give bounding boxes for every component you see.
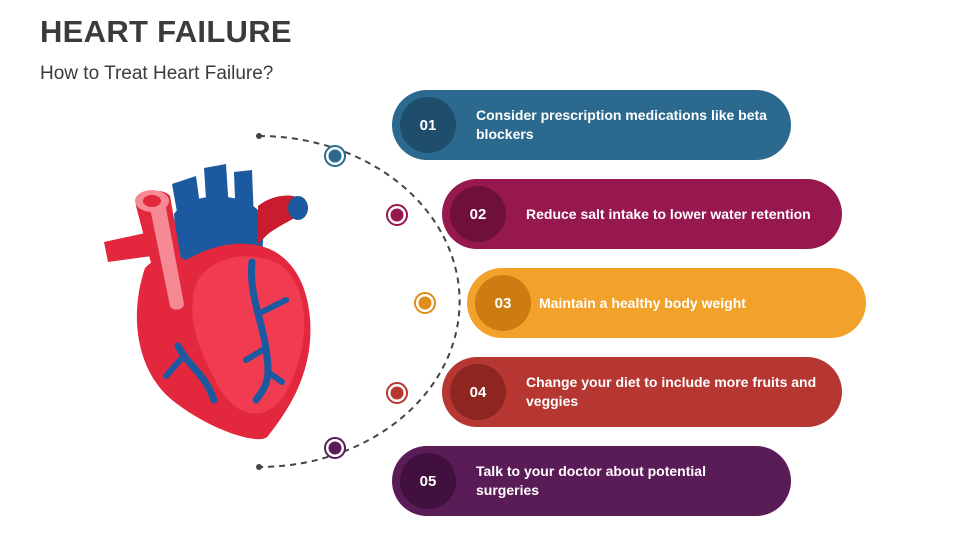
arc-end-dot-top xyxy=(256,133,262,139)
arc-marker-02 xyxy=(386,204,408,226)
step-01: 01 Consider prescription medications lik… xyxy=(392,90,791,160)
step-number-badge: 02 xyxy=(450,186,506,242)
step-text: Reduce salt intake to lower water retent… xyxy=(526,205,811,222)
step-05: 05 Talk to your doctor about potential s… xyxy=(392,446,791,516)
step-02: 02 Reduce salt intake to lower water ret… xyxy=(442,179,842,249)
heart-icon xyxy=(104,164,311,440)
page-subtitle: How to Treat Heart Failure? xyxy=(40,63,274,84)
step-text: Consider prescription medications like b… xyxy=(476,107,767,142)
arc-marker-05 xyxy=(324,437,346,459)
step-03: 03 Maintain a healthy body weight xyxy=(467,268,866,338)
arc-marker-01 xyxy=(324,145,346,167)
arc-end-dot-bottom xyxy=(256,464,262,470)
step-number-badge: 01 xyxy=(400,97,456,153)
step-number-badge: 05 xyxy=(400,453,456,509)
step-text: Maintain a healthy body weight xyxy=(539,294,746,311)
step-text: Change your diet to include more fruits … xyxy=(526,374,817,409)
step-text: Talk to your doctor about potential surg… xyxy=(476,463,706,498)
step-number-badge: 04 xyxy=(450,364,506,420)
step-04: 04 Change your diet to include more frui… xyxy=(442,357,842,427)
connector-arc xyxy=(258,135,461,468)
arc-marker-03 xyxy=(414,292,436,314)
arc-marker-04 xyxy=(386,382,408,404)
page-title: HEART FAILURE xyxy=(40,14,292,49)
step-number-badge: 03 xyxy=(475,275,531,331)
